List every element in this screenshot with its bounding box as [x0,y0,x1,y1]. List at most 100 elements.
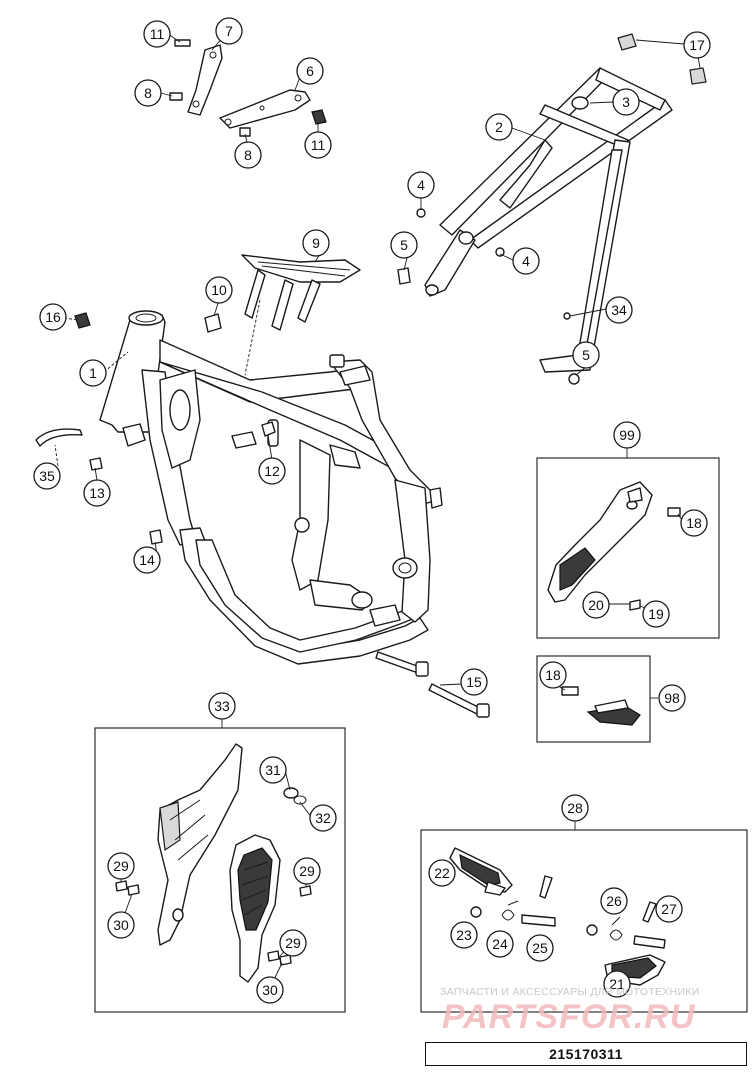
svg-text:15: 15 [466,674,482,690]
callout-30: 30 [256,976,284,1004]
svg-text:34: 34 [611,302,627,318]
callout-25: 25 [526,934,554,962]
axle-bolts [375,651,490,718]
bracket-6 [219,89,327,137]
frame-protector-right [229,834,281,983]
callout-30: 30 [107,911,135,939]
callout-28: 28 [561,794,589,822]
svg-text:26: 26 [606,893,622,909]
callout-5: 5 [390,231,418,259]
svg-text:98: 98 [664,690,680,706]
callout-8: 8 [134,79,162,107]
svg-text:4: 4 [417,177,425,193]
subframe-fasteners [397,33,707,385]
callout-29: 29 [279,929,307,957]
svg-text:33: 33 [214,698,230,714]
svg-text:11: 11 [311,137,326,153]
callout-16: 16 [39,303,67,331]
callout-23: 23 [450,921,478,949]
callout-6: 6 [296,57,324,85]
svg-text:31: 31 [265,762,281,778]
group-box-33 [94,727,346,1013]
callout-31: 31 [259,756,287,784]
callout-18: 18 [539,661,567,689]
callout-4: 4 [407,171,435,199]
callout-3: 3 [612,88,640,116]
svg-text:7: 7 [225,23,233,39]
svg-text:30: 30 [262,982,278,998]
svg-text:24: 24 [492,936,508,952]
callout-35: 35 [33,462,61,490]
svg-text:19: 19 [648,606,664,622]
svg-text:16: 16 [45,309,61,325]
group-box-28 [420,829,748,1013]
protector-clips [115,787,312,966]
callout-21: 21 [603,970,631,998]
callout-26: 26 [600,887,628,915]
footpeg-left [449,847,513,896]
svg-text:5: 5 [582,347,590,363]
callout-27: 27 [655,895,683,923]
svg-text:4: 4 [522,253,530,269]
callout-32: 32 [309,804,337,832]
svg-text:29: 29 [285,935,301,951]
callout-8: 8 [234,141,262,169]
subframe [424,67,673,373]
callout-20: 20 [582,591,610,619]
svg-text:13: 13 [89,485,105,501]
callout-24: 24 [486,930,514,958]
svg-text:3: 3 [622,94,630,110]
callout-9: 9 [302,229,330,257]
callout-13: 13 [83,479,111,507]
callout-10: 10 [205,276,233,304]
svg-text:14: 14 [139,552,155,568]
svg-text:28: 28 [567,800,583,816]
callout-18: 18 [680,509,708,537]
callout-4: 4 [512,247,540,275]
callout-11: 11 [304,131,332,159]
svg-text:30: 30 [113,917,129,933]
callout-2: 2 [485,113,513,141]
svg-text:11: 11 [150,26,165,42]
callout-29: 29 [107,852,135,880]
callout-5: 5 [572,341,600,369]
callout-17: 17 [683,31,711,59]
svg-text:22: 22 [434,865,450,881]
callout-19: 19 [642,600,670,628]
svg-text:21: 21 [609,976,625,992]
diagram-code: 215170311 [425,1042,747,1066]
callout-14: 14 [133,546,161,574]
svg-text:6: 6 [306,63,314,79]
bracket-7 [169,39,223,116]
callout-29: 29 [293,857,321,885]
svg-text:27: 27 [661,901,677,917]
loose-hardware [35,312,276,545]
svg-text:12: 12 [264,463,280,479]
svg-text:18: 18 [686,515,702,531]
svg-text:29: 29 [299,863,315,879]
svg-text:20: 20 [588,597,604,613]
svg-text:8: 8 [244,147,252,163]
chain-guide-98 [561,686,641,726]
callout-7: 7 [215,17,243,45]
svg-text:99: 99 [619,427,635,443]
svg-text:9: 9 [312,235,320,251]
svg-text:32: 32 [315,810,331,826]
callout-99: 99 [613,421,641,449]
callout-33: 33 [208,692,236,720]
footpeg-hardware [470,875,666,949]
callout-34: 34 [605,296,633,324]
svg-text:5: 5 [400,237,408,253]
svg-text:10: 10 [211,282,227,298]
callout-98: 98 [658,684,686,712]
svg-text:18: 18 [545,667,561,683]
callout-15: 15 [460,668,488,696]
main-frame [99,310,443,665]
bracket-9 [241,254,361,376]
svg-text:23: 23 [456,927,472,943]
callout-22: 22 [428,859,456,887]
svg-text:8: 8 [144,85,152,101]
leader-lines [54,30,701,989]
callout-1: 1 [79,359,107,387]
